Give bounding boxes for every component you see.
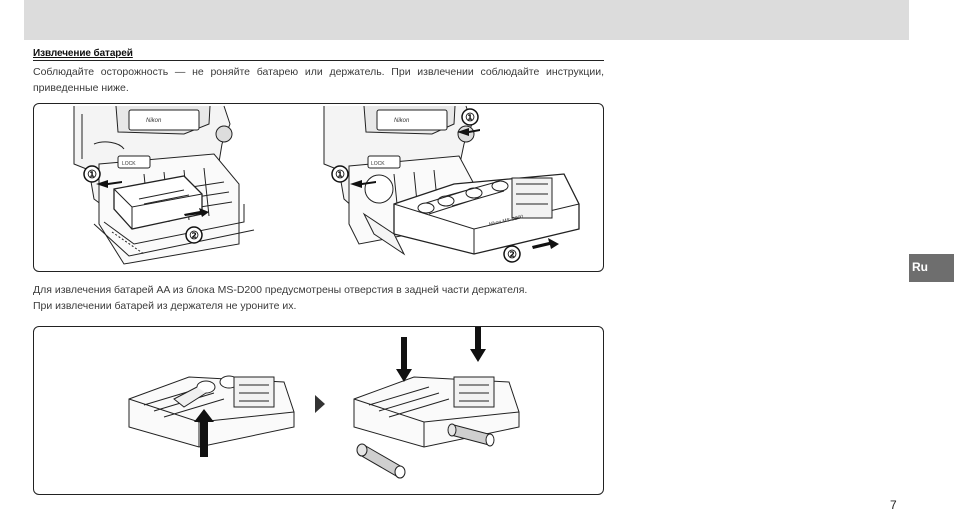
grip-brand-text: Nikon [146, 118, 162, 124]
step2-marker: ② [507, 249, 517, 261]
right-arrows [350, 128, 559, 249]
step1-badge-right-lower: ① [331, 165, 349, 183]
push-up-arrow-icon [194, 409, 214, 457]
step2-marker: ② [189, 230, 199, 242]
step1-marker: ① [465, 112, 475, 124]
step2-badge-left: ② [185, 226, 203, 244]
holder-after [353, 376, 520, 448]
step1-badge-right-upper: ① [461, 108, 479, 126]
intro-paragraph: Соблюдайте осторожность — не роняйте бат… [33, 66, 604, 94]
grip-brand-text: Nikon [394, 118, 410, 124]
header-band [24, 0, 909, 40]
push-down-arrows [396, 327, 486, 382]
remove-aa-illustration [128, 327, 520, 479]
aa-removal-line-1: Для извлечения батарей AA из блока MS-D2… [33, 284, 528, 296]
holder-before [128, 375, 295, 448]
arrow-right-icon [532, 238, 559, 249]
next-step-arrow-icon [315, 395, 325, 413]
push-down-arrow-icon [470, 327, 486, 362]
arrow-right-icon [184, 208, 209, 217]
section-title: Извлечение батарей [33, 48, 604, 61]
arrow-left-icon [350, 180, 376, 188]
arrow-left-icon [96, 180, 122, 188]
language-tab: Ru [909, 254, 954, 282]
aa-removal-paragraph: Для извлечения батарей AA из блока MS-D2… [33, 282, 604, 314]
aa-removal-line-2: При извлечении батарей из держателя не у… [33, 300, 297, 312]
remove-battery-illustration: ① ② Nikon LOCK [73, 105, 580, 265]
left-arrows [96, 180, 209, 217]
loose-aa-cells [356, 423, 495, 479]
step1-marker: ① [335, 169, 345, 181]
lock-label: LOCK [122, 161, 136, 167]
step2-badge-right: ② [503, 245, 521, 263]
lock-label: LOCK [371, 161, 385, 167]
right-illustration [323, 105, 580, 256]
page-number: 7 [890, 498, 897, 512]
figure-remove-battery: ① ② Nikon LOCK [33, 103, 604, 272]
figure-remove-aa-cells [33, 326, 604, 495]
step1-badge-left: ① [83, 165, 101, 183]
step1-marker: ① [87, 169, 97, 181]
arrow-left-icon [457, 128, 480, 136]
push-down-arrow-icon [396, 337, 412, 382]
